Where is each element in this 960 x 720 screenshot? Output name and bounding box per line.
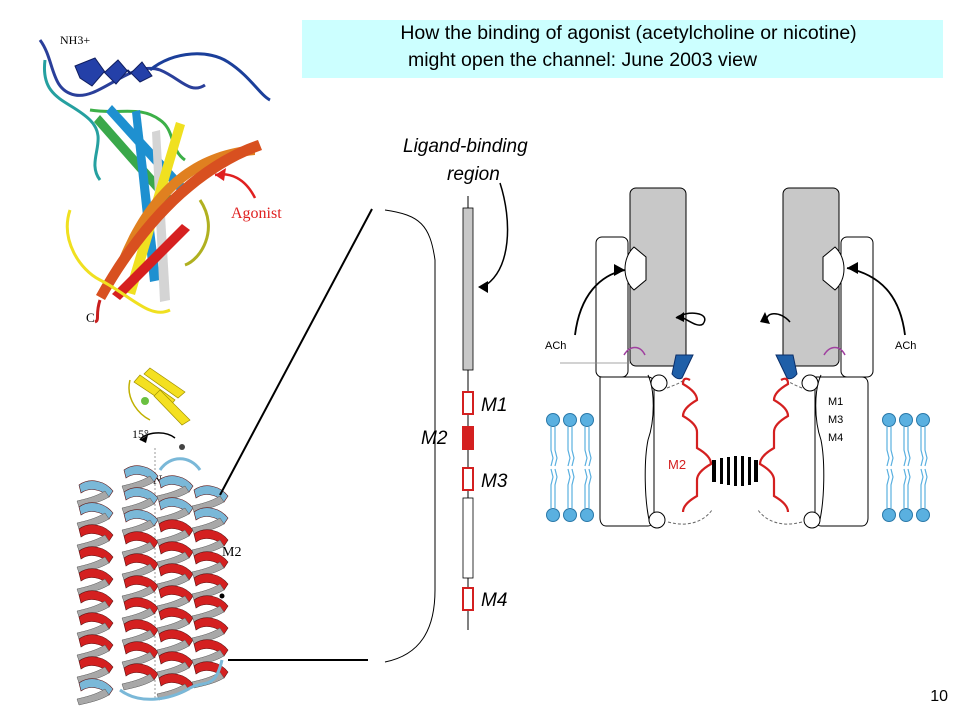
- left-pivot-wedge: [671, 354, 694, 380]
- zoom-lines: [219, 208, 436, 663]
- transmembrane-helix-bundle: N M2: [76, 448, 241, 706]
- m2-structure-label: M2: [222, 545, 241, 560]
- tm-helix: [156, 475, 194, 701]
- m3-segment: [462, 467, 474, 491]
- ligand-binding-segment: [462, 207, 474, 371]
- m1-label: M1: [481, 395, 508, 416]
- m1-schematic-label: M1: [828, 396, 843, 408]
- m3-schematic-label: M3: [828, 414, 843, 426]
- m2-spring: [758, 377, 790, 513]
- cytoplasmic-loop-segment: [462, 497, 474, 579]
- title-line-1: How the binding of agonist (acetylcholin…: [400, 22, 857, 44]
- ligand-binding-label: Ligand-binding: [403, 136, 528, 157]
- slide-number: 10: [930, 688, 948, 705]
- m3-label: M3: [481, 471, 508, 492]
- title-line-2: might open the channel: June 2003 view: [407, 49, 758, 71]
- right-pivot-wedge: [775, 354, 798, 380]
- rotation-label: 15°: [132, 427, 149, 441]
- c-terminus-label: C: [86, 310, 95, 325]
- tm-helix: [191, 485, 229, 689]
- m2-spring: [681, 377, 713, 513]
- m4-segment: [462, 587, 474, 611]
- m4-label: M4: [481, 590, 508, 611]
- m2-segment: [462, 426, 474, 450]
- channel-gate: [712, 456, 758, 486]
- m2-schematic-label: M2: [668, 457, 686, 472]
- title-box: How the binding of agonist (acetylcholin…: [302, 20, 943, 78]
- ach-right-label: ACh: [895, 340, 916, 352]
- nh3-label: NH3+: [60, 33, 90, 47]
- ligand-binding-label-2: region: [447, 164, 500, 185]
- ligand-domain-structure: NH3+ Agonist C: [38, 33, 282, 325]
- channel-schematic: ACh ACh M2 M1 M3 M4: [545, 187, 930, 529]
- m4-schematic-label: M4: [828, 432, 843, 444]
- n-terminus-label: N: [153, 472, 163, 487]
- agonist-label: Agonist: [231, 205, 282, 222]
- topology-diagram: [462, 182, 509, 630]
- ach-left-label: ACh: [545, 340, 566, 352]
- lipid-bilayer-right: [882, 413, 930, 522]
- tm-helix: [121, 465, 159, 691]
- rotating-subunit-structure: 15°: [128, 367, 191, 450]
- m2-label: M2: [421, 428, 448, 449]
- m1-segment: [462, 391, 474, 415]
- tm-helix: [76, 480, 114, 706]
- lipid-bilayer-left: [546, 413, 594, 522]
